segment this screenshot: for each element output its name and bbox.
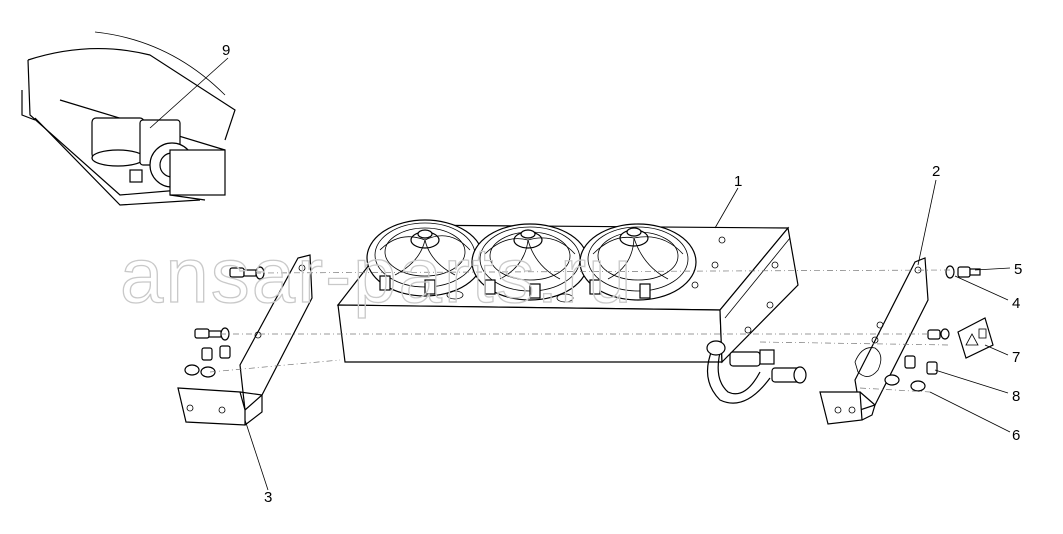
fan-radiator-assembly (336, 219, 807, 404)
callout-3: 3 (264, 489, 272, 506)
callout-2: 2 (932, 163, 940, 180)
callout-1: 1 (734, 173, 742, 190)
right-bracket (819, 257, 929, 425)
callout-7: 7 (1012, 349, 1020, 366)
leader-lines (149, 57, 1011, 491)
assembly-axis-lines (209, 269, 951, 393)
inset-mount-detail (21, 31, 236, 206)
hose-fitting (706, 340, 807, 404)
left-bracket (177, 254, 313, 426)
warning-label (957, 317, 994, 359)
callout-9: 9 (222, 42, 230, 59)
callout-5: 5 (1014, 261, 1022, 278)
bolts-washers-lower (884, 328, 950, 392)
callout-8: 8 (1012, 388, 1020, 405)
callout-6: 6 (1012, 427, 1020, 444)
callout-4: 4 (1012, 295, 1020, 312)
fan-right (579, 223, 697, 301)
watermark-text: ansar-parts.ru (120, 231, 634, 319)
bolt-washer-upper (945, 265, 981, 279)
